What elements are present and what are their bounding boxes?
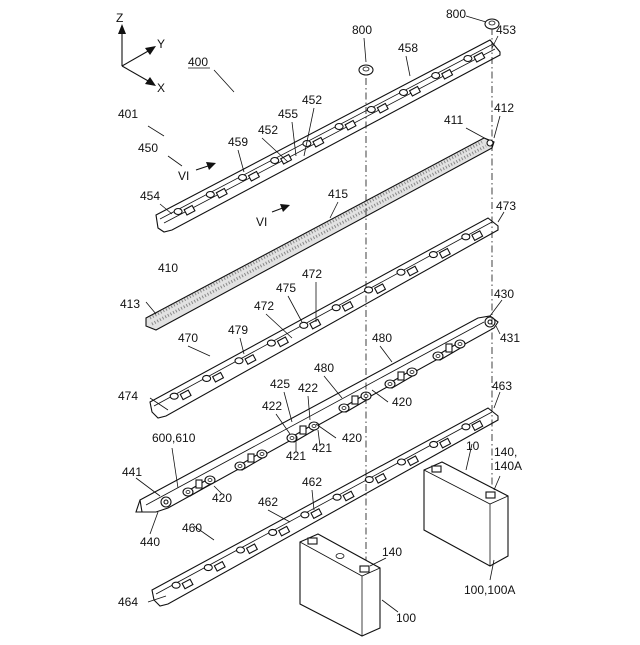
- label-475: 475: [276, 281, 296, 295]
- axis-indicator: Z Y X: [116, 11, 165, 95]
- label-100: 100: [396, 611, 416, 625]
- label-455: 455: [278, 107, 298, 121]
- label-453: 453: [496, 23, 516, 37]
- nut-800-left: [359, 65, 373, 75]
- label-800-left: 800: [352, 23, 372, 37]
- label-441: 441: [122, 465, 142, 479]
- label-463: 463: [492, 379, 512, 393]
- label-411: 411: [444, 113, 463, 127]
- label-413: 413: [120, 297, 140, 311]
- label-422-a: 422: [298, 381, 318, 395]
- label-421-b: 421: [312, 441, 332, 455]
- label-440: 440: [140, 535, 160, 549]
- label-425: 425: [270, 377, 290, 391]
- y-arrow-icon: [145, 46, 156, 55]
- label-474: 474: [118, 389, 138, 403]
- label-479: 479: [228, 323, 248, 337]
- label-462-b: 462: [258, 495, 278, 509]
- label-480-b: 480: [372, 331, 392, 345]
- label-10: 10: [466, 439, 480, 453]
- label-401: 401: [118, 107, 138, 121]
- label-140a: 140A: [494, 459, 522, 473]
- label-421-a: 421: [286, 449, 306, 463]
- label-460: 460: [182, 521, 202, 535]
- label-420-c: 420: [212, 491, 232, 505]
- z-arrow-icon: [118, 24, 126, 34]
- label-415: 415: [328, 187, 348, 201]
- label-vi-a: VI: [178, 169, 189, 183]
- label-vi-b: VI: [256, 215, 267, 229]
- label-462-a: 462: [302, 475, 322, 489]
- label-452-a: 452: [258, 123, 278, 137]
- label-480-a: 480: [314, 361, 334, 375]
- plate-470: [150, 218, 498, 418]
- label-459: 459: [228, 135, 248, 149]
- x-axis: [122, 66, 150, 82]
- label-452-b: 452: [302, 93, 322, 107]
- label-422-b: 422: [262, 399, 282, 413]
- z-axis-label: Z: [116, 11, 123, 25]
- battery-cell-right: [424, 462, 508, 566]
- label-800-right: 800: [446, 7, 466, 21]
- label-412: 412: [494, 101, 514, 115]
- label-420-a: 420: [392, 395, 412, 409]
- label-472-b: 472: [254, 299, 274, 313]
- label-470: 470: [178, 331, 198, 345]
- battery-cell-front: [300, 534, 380, 636]
- label-100-100a: 100,100A: [464, 583, 515, 597]
- label-454: 454: [140, 189, 160, 203]
- label-140: 140: [382, 545, 402, 559]
- sheet-410: [146, 138, 494, 330]
- label-472-a: 472: [302, 267, 322, 281]
- x-axis-label: X: [157, 81, 165, 95]
- y-axis-label: Y: [157, 37, 165, 51]
- x-arrow-icon: [145, 77, 156, 86]
- label-600-610: 600,610: [152, 431, 196, 445]
- label-473: 473: [496, 199, 516, 213]
- label-450: 450: [138, 141, 158, 155]
- label-430: 430: [494, 287, 514, 301]
- label-140-comma: 140,: [494, 445, 517, 459]
- label-410: 410: [158, 261, 178, 275]
- label-420-b: 420: [342, 431, 362, 445]
- label-431: 431: [500, 331, 520, 345]
- label-458: 458: [398, 41, 418, 55]
- y-axis: [122, 50, 150, 66]
- label-464: 464: [118, 595, 138, 609]
- label-400: 400: [188, 55, 208, 69]
